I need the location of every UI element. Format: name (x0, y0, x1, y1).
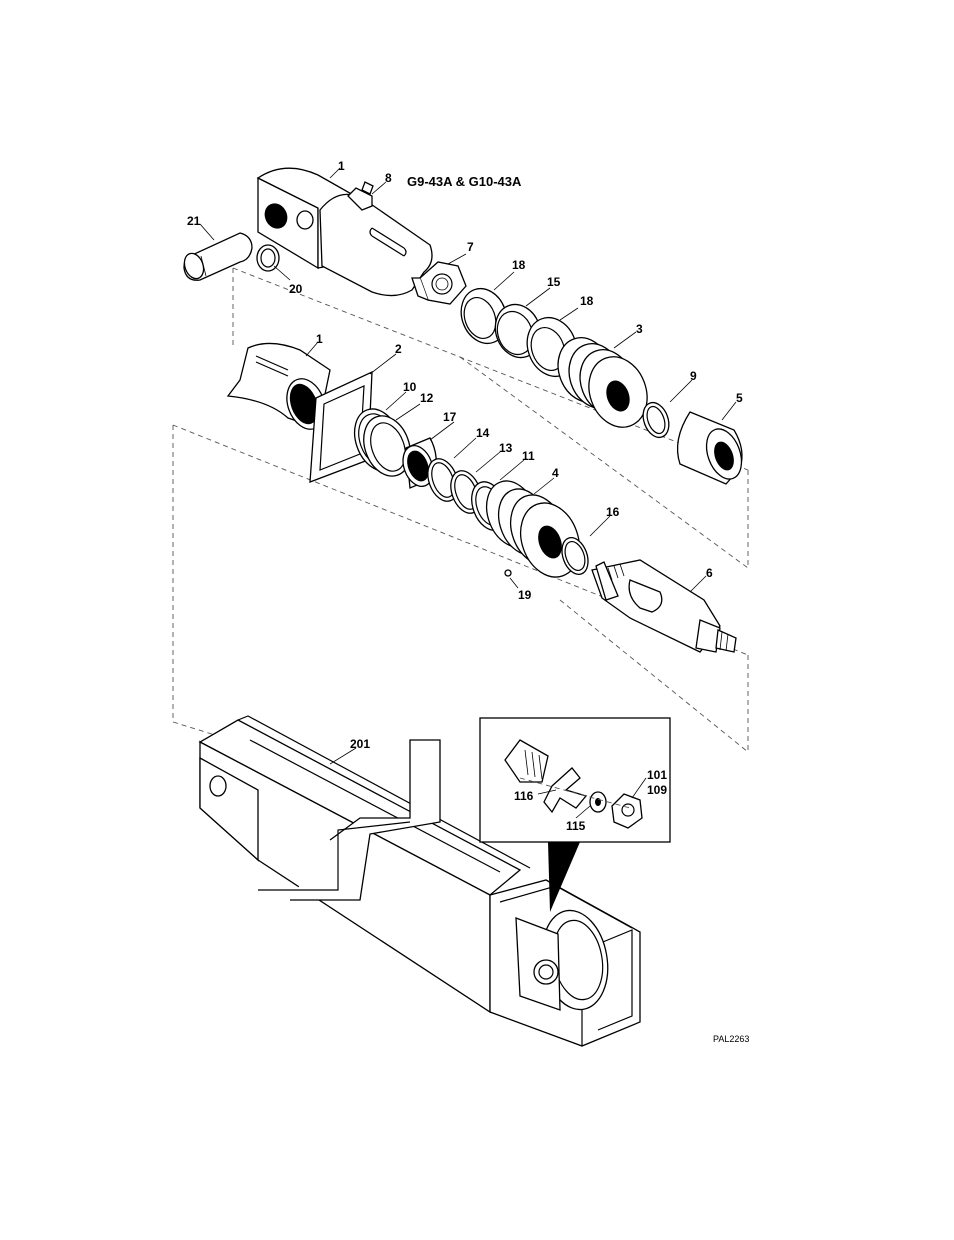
callout-18-a: 18 (512, 258, 526, 272)
callout-6: 6 (706, 566, 713, 580)
callout-13: 13 (499, 441, 513, 455)
callout-7: 7 (467, 240, 474, 254)
callout-101: 101 (647, 768, 667, 782)
part-19-ball (505, 570, 511, 576)
callout-21: 21 (187, 214, 201, 228)
callout-115: 115 (566, 819, 586, 833)
callout-109: 109 (647, 783, 667, 797)
callout-17: 17 (443, 410, 457, 424)
callout-14: 14 (476, 426, 490, 440)
callout-16: 16 (606, 505, 620, 519)
callout-18-b: 18 (580, 294, 594, 308)
callout-201: 201 (350, 737, 370, 751)
callout-4: 4 (552, 466, 559, 480)
callout-1-top: 1 (338, 159, 345, 173)
assembly-guide-lines (173, 268, 748, 752)
callout-11: 11 (522, 449, 535, 463)
model-label: G9-43A & G10-43A (407, 174, 522, 189)
callout-3: 3 (636, 322, 643, 336)
callout-5: 5 (736, 391, 743, 405)
part-5-bushing (678, 412, 748, 484)
callout-8: 8 (385, 171, 392, 185)
callout-19: 19 (518, 588, 532, 602)
callout-15: 15 (547, 275, 561, 289)
callout-9: 9 (690, 369, 697, 383)
callout-116: 116 (514, 789, 534, 803)
part-3-piston-head (549, 330, 656, 435)
part-21-pin (181, 233, 252, 281)
inset-detail-box (480, 718, 670, 912)
part-1-cylinder-end-top (258, 168, 432, 295)
callout-2: 2 (395, 342, 402, 356)
callout-20: 20 (289, 282, 303, 296)
drawing-code: PAL2263 (713, 1034, 749, 1044)
part-6-piston-rod (592, 560, 736, 652)
callout-12: 12 (420, 391, 434, 405)
callout-10: 10 (403, 380, 417, 394)
callout-1-mid: 1 (316, 332, 323, 346)
